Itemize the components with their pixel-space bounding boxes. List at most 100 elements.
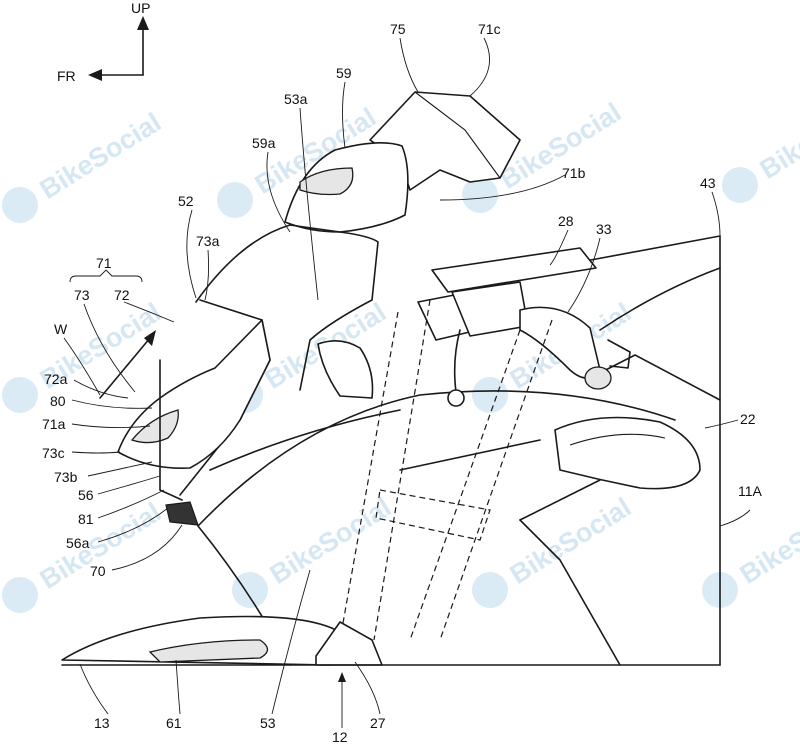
leader-71b xyxy=(439,174,566,201)
leader-28 xyxy=(549,229,569,266)
label-22: 22 xyxy=(740,411,756,427)
cowl-top-line xyxy=(195,224,379,391)
leader-43 xyxy=(711,191,721,237)
tank-top-line xyxy=(579,235,721,263)
label-27: 27 xyxy=(370,715,386,731)
airflow-arrow-line xyxy=(99,337,151,399)
headlight-71a xyxy=(130,409,179,444)
leader-27 xyxy=(354,661,381,715)
watermark-text: BikeSocial xyxy=(505,492,637,590)
leader-53 xyxy=(271,569,311,715)
watermark-logo-icon xyxy=(2,577,38,613)
airflow-arrow-icon xyxy=(144,330,156,346)
label-12: 12 xyxy=(332,729,348,745)
label-13: 13 xyxy=(94,715,110,731)
leader-12-arrow-icon xyxy=(338,672,346,682)
fender-vent-61 xyxy=(148,639,269,663)
fork-clamp-hidden xyxy=(375,489,491,541)
label-80: 80 xyxy=(50,393,66,409)
leader-73a xyxy=(204,249,210,301)
label-73a: 73a xyxy=(196,233,220,249)
fuel-tank-and-frame xyxy=(519,235,721,666)
side-cover-22 xyxy=(554,416,701,490)
fork-line-front-a xyxy=(409,329,521,641)
fender-13 xyxy=(61,615,337,666)
label-56: 56 xyxy=(78,487,94,503)
leader-22 xyxy=(704,419,739,429)
label-73b: 73b xyxy=(54,469,78,485)
watermark-logo-icon xyxy=(2,187,38,223)
reference-labels: 75 71c 59 53a 59a 71b 43 52 28 33 73a 71… xyxy=(42,21,763,745)
airflow-label: W xyxy=(54,321,68,337)
leader-72 xyxy=(123,301,175,323)
up-arrow-icon xyxy=(137,16,149,30)
windscreen-crease xyxy=(414,91,501,179)
tank-inner-line xyxy=(599,267,721,331)
upper-cowl xyxy=(117,91,521,526)
watermark-logo-icon xyxy=(472,572,508,608)
switch-housing xyxy=(607,339,631,369)
direction-indicator: UP FR xyxy=(57,0,150,84)
label-72a: 72a xyxy=(44,371,68,387)
leader-53a xyxy=(299,107,319,301)
leader-71c xyxy=(469,37,491,97)
brake-lever xyxy=(453,329,461,393)
label-71: 71 xyxy=(96,255,112,271)
fork-line-rear-b xyxy=(373,299,431,641)
watermark-logo-icon xyxy=(722,167,758,203)
fairing-mid-line xyxy=(209,409,401,471)
leader-lines xyxy=(71,37,751,728)
label-11A: 11A xyxy=(738,483,763,499)
watermark-logo-icon xyxy=(2,377,38,413)
leader-81 xyxy=(97,489,165,519)
front-label: FR xyxy=(57,68,76,84)
front-arrow-icon xyxy=(88,69,102,81)
label-75: 75 xyxy=(390,21,406,37)
leader-56 xyxy=(97,475,161,495)
label-53: 53 xyxy=(260,715,276,731)
group-bracket-71 xyxy=(69,269,143,283)
lower-panel-edge xyxy=(519,479,601,521)
lever-end-ball-icon xyxy=(447,389,465,407)
label-81: 81 xyxy=(78,511,94,527)
leader-73c xyxy=(71,451,121,454)
airflow-arrow: W xyxy=(54,321,156,399)
label-71c: 71c xyxy=(478,21,501,37)
fork-line-rear-a xyxy=(339,311,399,641)
leader-59 xyxy=(342,81,346,149)
label-70: 70 xyxy=(90,563,106,579)
mirror-lens xyxy=(299,167,354,196)
fairing-crease xyxy=(399,439,541,471)
leader-13 xyxy=(79,663,109,715)
leader-70 xyxy=(111,524,183,571)
label-72: 72 xyxy=(114,287,130,303)
up-label: UP xyxy=(131,0,150,16)
label-71b: 71b xyxy=(562,165,586,181)
label-43: 43 xyxy=(700,175,716,191)
label-28: 28 xyxy=(558,213,574,229)
leader-56a xyxy=(97,507,169,543)
leader-75 xyxy=(399,37,419,93)
watermark-text: BikeSocial xyxy=(265,492,397,590)
leader-33 xyxy=(567,237,601,313)
watermark-logo-icon xyxy=(217,182,253,218)
intake-duct-56 xyxy=(159,359,183,501)
watermark-logo-icon xyxy=(462,177,498,213)
label-59: 59 xyxy=(336,65,352,81)
label-73c: 73c xyxy=(42,445,65,461)
watermark-text: BikeSocial xyxy=(35,107,167,205)
intake-lip-70 xyxy=(165,501,199,526)
watermark-text: BikeSocial xyxy=(35,497,167,595)
label-71a: 71a xyxy=(42,416,66,432)
cowl-vent xyxy=(317,340,374,399)
label-61: 61 xyxy=(166,715,182,731)
watermark-text: BikeSocial xyxy=(735,492,800,590)
side-cover-detail xyxy=(569,433,666,446)
bar-end-icon xyxy=(584,366,612,390)
label-53a: 53a xyxy=(284,91,308,107)
leader-73 xyxy=(83,303,136,393)
watermark-logo-icon xyxy=(472,377,508,413)
side-fairing xyxy=(197,390,676,666)
label-56a: 56a xyxy=(66,535,90,551)
leader-72a xyxy=(73,379,129,399)
